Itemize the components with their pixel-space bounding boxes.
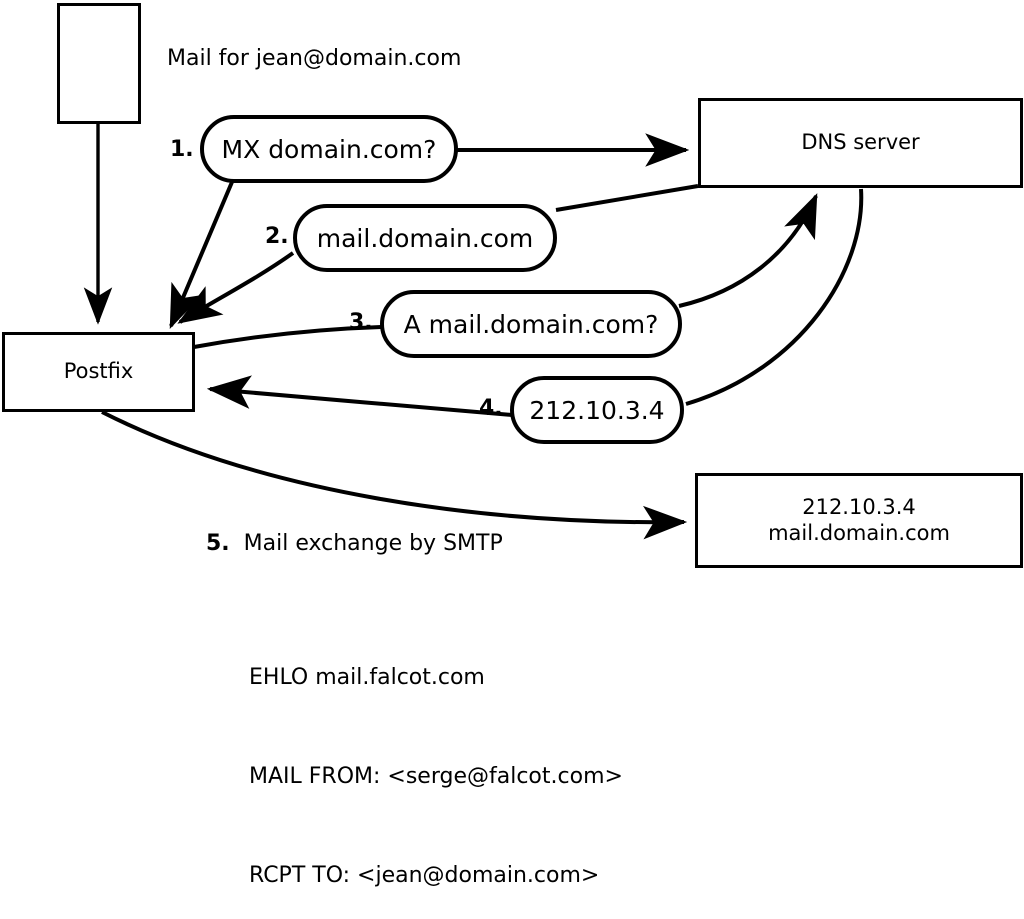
edge-step1-to-postfix [169, 181, 234, 329]
step-5-text: Mail exchange by SMTP [243, 531, 503, 556]
step-1-label: MX domain.com? [221, 134, 437, 164]
step-4-number: 4. [479, 396, 503, 421]
edge-step4-to-postfix [206, 375, 513, 417]
step-5-label-group: 5. Mail exchange by SMTP [206, 531, 503, 556]
transcript-line: RCPT TO: <jean@domain.com> [249, 863, 600, 888]
step-4-label: 212.10.3.4 [529, 395, 665, 425]
node-mail-server-ip: 212.10.3.4 [802, 494, 916, 519]
step-2-number: 2. [265, 224, 289, 249]
node-mail-server-host: mail.domain.com [768, 520, 950, 545]
step-4-bubble[interactable]: 212.10.3.4 [510, 376, 684, 444]
node-postfix[interactable]: Postfix [2, 332, 195, 412]
step-5-number: 5. [206, 531, 230, 556]
edge-step3-to-dns [678, 193, 818, 308]
smtp-transcript: EHLO mail.falcot.com MAIL FROM: <serge@f… [249, 595, 623, 919]
step-2-bubble[interactable]: mail.domain.com [293, 204, 557, 272]
step-3-number: 3. [349, 310, 373, 335]
node-dns-server[interactable]: DNS server [698, 98, 1023, 188]
step-2-label: mail.domain.com [316, 223, 534, 253]
note-mail-for: Mail for jean@domain.com [167, 46, 462, 71]
edge-step2-to-postfix [177, 251, 295, 324]
step-1-number: 1. [170, 137, 194, 162]
edge-dns-to-step4 [685, 188, 864, 406]
node-dns-server-label: DNS server [801, 130, 920, 155]
node-postfix-label: Postfix [63, 359, 134, 384]
step-3-label: A mail.domain.com? [403, 309, 659, 339]
node-mail-server[interactable]: 212.10.3.4 mail.domain.com [695, 473, 1023, 568]
step-1-bubble[interactable]: MX domain.com? [200, 115, 458, 183]
step-3-bubble[interactable]: A mail.domain.com? [380, 290, 682, 358]
transcript-line: MAIL FROM: <serge@falcot.com> [249, 764, 623, 789]
edge-dns-to-step2 [555, 184, 699, 212]
node-mail-client[interactable] [57, 3, 141, 124]
transcript-line: EHLO mail.falcot.com [249, 665, 485, 690]
